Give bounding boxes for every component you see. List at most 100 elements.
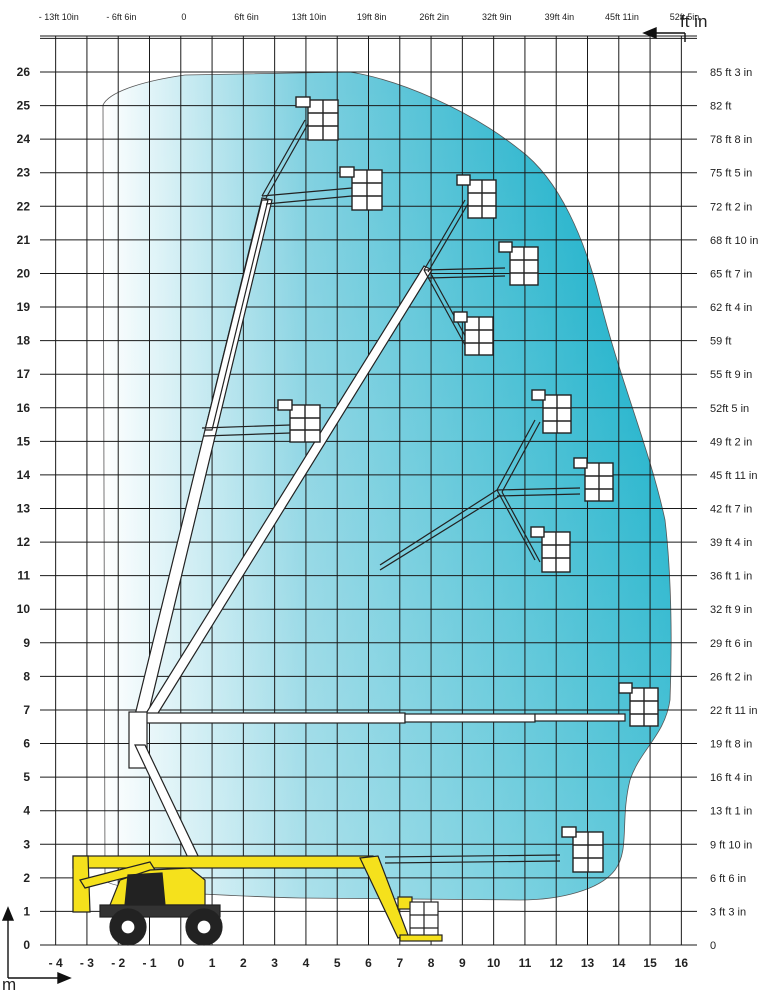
right-tick-label: 22 ft 11 in — [710, 705, 758, 717]
right-tick-label: 75 ft 5 in — [710, 168, 752, 180]
basket-icon — [295, 96, 339, 141]
left-tick-label: 14 — [17, 468, 31, 482]
basket-icon — [277, 399, 321, 443]
right-tick-label: 55 ft 9 in — [710, 369, 752, 381]
left-tick-label: 19 — [17, 300, 31, 314]
right-tick-label: 45 ft 11 in — [710, 470, 758, 482]
left-tick-label: 3 — [23, 837, 30, 851]
bottom-tick-label: 10 — [487, 956, 501, 970]
right-tick-label: 68 ft 10 in — [710, 235, 758, 247]
bottom-unit-label: m — [2, 975, 16, 993]
left-tick-label: 26 — [17, 65, 31, 79]
left-tick-label: 2 — [23, 871, 30, 885]
top-tick-label: 6ft 6in — [234, 12, 259, 22]
top-tick-label: 39ft 4in — [545, 12, 575, 22]
bottom-tick-label: 15 — [643, 956, 657, 970]
bottom-tick-label: 14 — [612, 956, 626, 970]
right-tick-label: 78 ft 8 in — [710, 134, 752, 146]
right-tick-label: 59 ft — [710, 336, 731, 348]
right-tick-label: 16 ft 4 in — [710, 772, 752, 784]
bottom-tick-label: 4 — [303, 956, 310, 970]
top-tick-label: 19ft 8in — [357, 12, 387, 22]
top-tick-label: 45ft 11in — [605, 12, 639, 22]
right-tick-label: 82 ft — [710, 101, 731, 113]
right-tick-label: 26 ft 2 in — [710, 671, 752, 683]
left-tick-label: 0 — [23, 938, 30, 952]
right-tick-label: 32 ft 9 in — [710, 604, 752, 616]
left-tick-label: 17 — [17, 367, 31, 381]
left-tick-label: 8 — [23, 669, 30, 683]
left-axis: 0123456789101112131415161718192021222324… — [17, 65, 31, 952]
right-tick-label: 13 ft 1 in — [710, 806, 752, 818]
bottom-tick-label: 3 — [271, 956, 278, 970]
top-unit-label: ft in — [680, 12, 707, 31]
left-tick-label: 7 — [23, 703, 30, 717]
left-tick-label: 18 — [17, 334, 31, 348]
right-tick-label: 19 ft 8 in — [710, 739, 752, 751]
left-tick-label: 16 — [17, 401, 31, 415]
bottom-tick-label: 9 — [459, 956, 466, 970]
right-tick-label: 65 ft 7 in — [710, 268, 752, 280]
bottom-tick-label: - 1 — [142, 956, 156, 970]
bottom-tick-label: 8 — [428, 956, 435, 970]
right-tick-label: 0 — [710, 940, 716, 952]
left-tick-label: 15 — [17, 434, 31, 448]
right-tick-label: 6 ft 6 in — [710, 873, 746, 885]
top-axis: - 13ft 10in - 6ft 6in 0 6ft 6in 13ft 10in 19f… — [39, 12, 699, 22]
left-tick-label: 12 — [17, 535, 31, 549]
left-tick-label: 9 — [23, 636, 30, 650]
baskets — [277, 96, 659, 873]
left-tick-label: 6 — [23, 737, 30, 751]
left-tick-label: 20 — [17, 266, 31, 280]
bottom-tick-label: 0 — [177, 956, 184, 970]
left-tick-label: 5 — [23, 770, 30, 784]
top-tick-label: - 13ft 10in — [39, 12, 79, 22]
top-tick-label: 13ft 10in — [292, 12, 327, 22]
boom-stowed — [72, 855, 374, 869]
bottom-tick-label: 7 — [396, 956, 403, 970]
left-tick-label: 11 — [17, 569, 30, 583]
right-tick-label: 29 ft 6 in — [710, 638, 752, 650]
bottom-tick-label: 13 — [581, 956, 595, 970]
bottom-tick-label: 16 — [675, 956, 689, 970]
right-tick-label: 42 ft 7 in — [710, 504, 752, 516]
basket-icon — [339, 166, 383, 211]
right-tick-label: 85 ft 3 in — [710, 67, 752, 79]
bottom-tick-label: 5 — [334, 956, 341, 970]
bottom-tick-label: 11 — [519, 956, 532, 970]
basket-icon — [618, 682, 659, 727]
bottom-tick-label: - 3 — [80, 956, 94, 970]
left-tick-label: 21 — [17, 233, 31, 247]
left-tick-label: 4 — [23, 804, 30, 818]
top-unit-arrow-icon — [642, 26, 686, 42]
machine — [72, 855, 443, 946]
basket-icon — [456, 174, 497, 219]
basket-icon — [453, 311, 494, 356]
basket-icon — [498, 241, 539, 286]
top-tick-label: - 6ft 6in — [106, 12, 136, 22]
boom-positions — [128, 119, 626, 864]
basket-icon — [573, 457, 614, 502]
left-tick-label: 1 — [23, 904, 30, 918]
bottom-tick-label: 12 — [550, 956, 564, 970]
right-tick-label: 52ft 5 in — [710, 403, 749, 415]
top-tick-label: 52ft 5in — [670, 12, 700, 22]
left-tick-label: 13 — [17, 502, 31, 516]
right-tick-label: 62 ft 4 in — [710, 302, 752, 314]
left-tick-label: 24 — [17, 132, 31, 146]
right-tick-label: 9 ft 10 in — [710, 839, 752, 851]
left-tick-label: 22 — [17, 199, 31, 213]
basket-icon — [531, 389, 572, 434]
bottom-tick-label: - 4 — [49, 956, 63, 970]
right-tick-label: 49 ft 2 in — [710, 436, 752, 448]
right-tick-label: 72 ft 2 in — [710, 201, 752, 213]
top-tick-label: 32ft 9in — [482, 12, 512, 22]
top-tick-label: 26ft 2in — [419, 12, 449, 22]
top-tick-label: 0 — [181, 12, 186, 22]
bottom-tick-label: - 2 — [111, 956, 125, 970]
basket-icon — [530, 526, 571, 573]
left-tick-label: 10 — [17, 602, 31, 616]
